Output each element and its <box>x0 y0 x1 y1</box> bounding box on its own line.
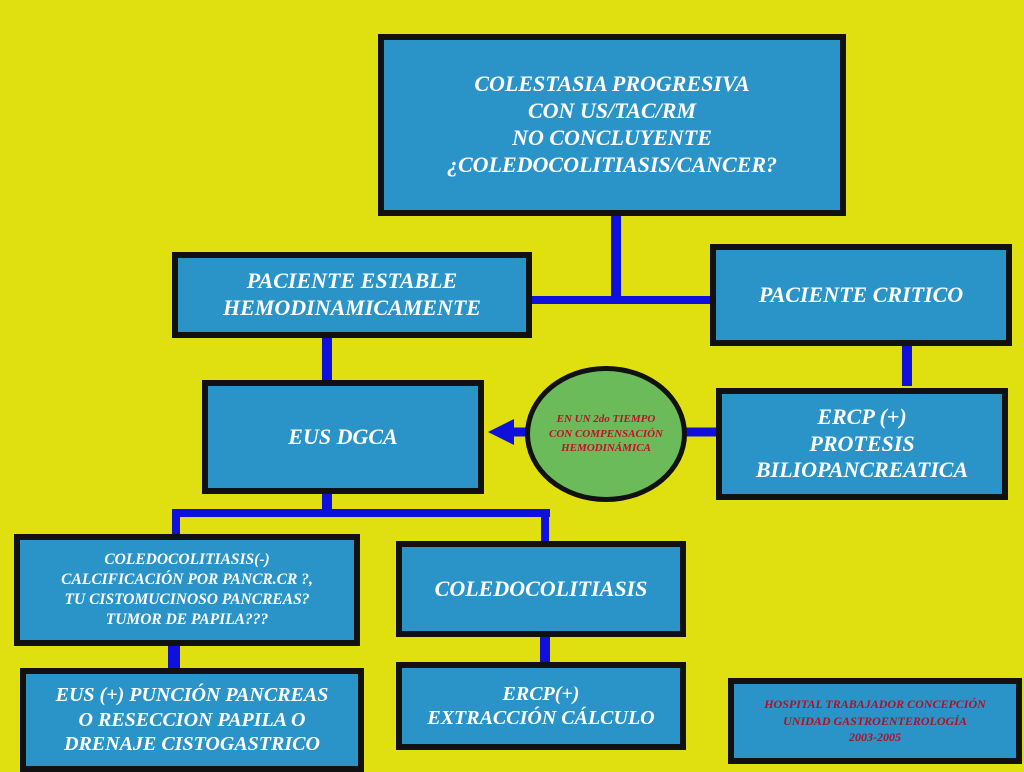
connector-branch-horizontal <box>172 509 550 517</box>
connector-branch-right <box>541 509 549 547</box>
connector-top-horizontal <box>528 296 714 304</box>
connector-eus-down <box>322 490 332 514</box>
connector-right-down <box>540 632 550 666</box>
node-eus-dgca-text: EUS DGCA <box>288 423 398 449</box>
node-colestasia: COLESTASIA PROGRESIVA CON US/TAC/RM NO C… <box>378 34 846 216</box>
node-segundo-tiempo: EN UN 2do TIEMPO CON COMPENSACIÓN HEMODI… <box>525 366 687 502</box>
connector-critico-ercp <box>902 342 912 386</box>
node-ercp-protesis: ERCP (+) PROTESIS BILIOPANCREATICA <box>716 388 1008 500</box>
node-coledocolitiasis-negativa: COLEDOCOLITIASIS(-) CALCIFICACIÓN POR PA… <box>14 534 360 646</box>
connector-estable-eus <box>322 336 332 384</box>
node-ercp-protesis-text: ERCP (+) PROTESIS BILIOPANCREATICA <box>755 403 969 483</box>
node-coledocolitiasis: COLEDOCOLITIASIS <box>396 541 686 637</box>
node-ercp-extraccion-text: ERCP(+) EXTRACCIÓN CÁLCULO <box>427 682 655 729</box>
hospital-footer-text: HOSPITAL TRABAJADOR CONCEPCIÓN UNIDAD GA… <box>764 696 986 745</box>
node-segundo-tiempo-text: EN UN 2do TIEMPO CON COMPENSACIÓN HEMODI… <box>549 412 663 455</box>
node-paciente-estable: PACIENTE ESTABLE HEMODINAMICAMENTE <box>172 252 532 338</box>
node-colestasia-text: COLESTASIA PROGRESIVA CON US/TAC/RM NO C… <box>446 71 778 177</box>
node-eus-puncion-text: EUS (+) PUNCIÓN PANCREAS O RESECCION PAP… <box>55 684 329 756</box>
connector-left-down <box>168 642 180 674</box>
node-coledocolitiasis-negativa-text: COLEDOCOLITIASIS(-) CALCIFICACIÓN POR PA… <box>61 551 313 628</box>
connector-branch-left <box>172 509 180 541</box>
node-paciente-critico-text: PACIENTE CRITICO <box>758 281 964 307</box>
node-ercp-extraccion: ERCP(+) EXTRACCIÓN CÁLCULO <box>396 662 686 750</box>
hospital-footer: HOSPITAL TRABAJADOR CONCEPCIÓN UNIDAD GA… <box>728 678 1022 764</box>
connector-top-vertical <box>611 214 621 300</box>
node-eus-dgca: EUS DGCA <box>202 380 484 494</box>
node-paciente-critico: PACIENTE CRITICO <box>710 244 1012 346</box>
node-eus-puncion: EUS (+) PUNCIÓN PANCREAS O RESECCION PAP… <box>20 668 364 772</box>
node-paciente-estable-text: PACIENTE ESTABLE HEMODINAMICAMENTE <box>223 268 481 320</box>
node-coledocolitiasis-text: COLEDOCOLITIASIS <box>434 575 648 601</box>
